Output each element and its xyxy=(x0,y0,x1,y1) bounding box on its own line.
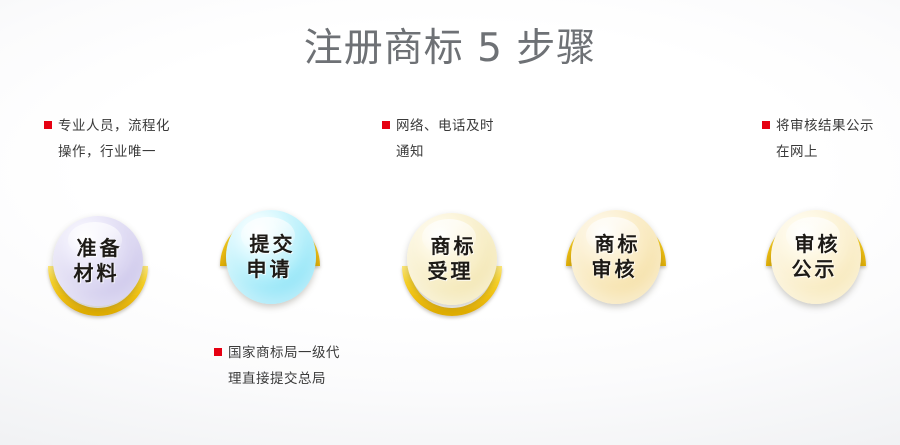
note-step2: 国家商标局一级代理直接提交总局 xyxy=(214,340,342,392)
step-label-4: 商标审核 xyxy=(591,232,641,281)
step-label-5: 审核公示 xyxy=(791,232,841,281)
note-step1-text: 专业人员，流程化操作，行业唯一 xyxy=(58,118,170,160)
bullet-icon xyxy=(762,121,770,129)
step-bubble-4[interactable]: 商标审核 xyxy=(571,210,661,304)
step-bubble-2[interactable]: 提交申请 xyxy=(226,210,316,304)
note-step3-text: 网络、电话及时通知 xyxy=(396,118,494,160)
note-step3: 网络、电话及时通知 xyxy=(382,113,506,165)
note-step2-text: 国家商标局一级代理直接提交总局 xyxy=(228,345,340,387)
note-step5-text: 将审核结果公示在网上 xyxy=(776,118,874,160)
step-bubble-3[interactable]: 商标受理 xyxy=(407,213,497,305)
note-step5: 将审核结果公示在网上 xyxy=(762,113,886,165)
bullet-icon xyxy=(214,348,222,356)
step-label-1: 准备材料 xyxy=(73,236,123,285)
note-step1: 专业人员，流程化操作，行业唯一 xyxy=(44,113,174,165)
bullet-icon xyxy=(44,121,52,129)
page-title: 注册商标 5 步骤 xyxy=(303,26,597,71)
bullet-icon xyxy=(382,121,390,129)
step-bubble-5[interactable]: 审核公示 xyxy=(771,210,861,304)
step-label-2: 提交申请 xyxy=(246,232,296,281)
step-label-3: 商标受理 xyxy=(427,234,477,283)
step-bubble-1[interactable]: 准备材料 xyxy=(53,216,143,306)
